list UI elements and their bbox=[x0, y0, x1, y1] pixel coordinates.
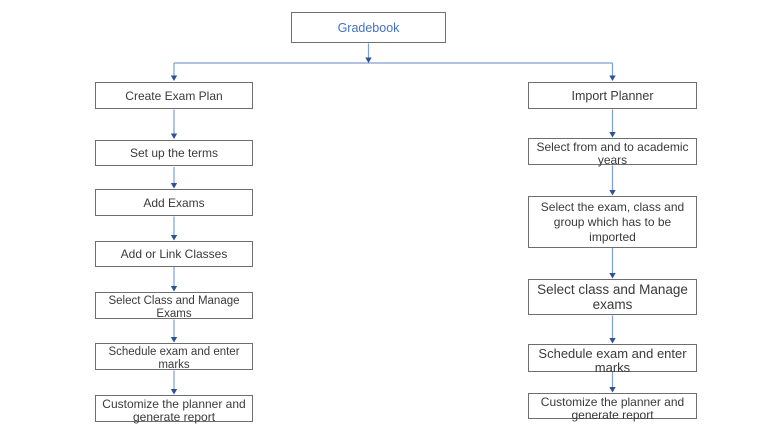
node-customize-planner-left-label: Customize the planner and generate repor… bbox=[102, 397, 246, 424]
node-schedule-exam-right: Schedule exam and enter marks bbox=[528, 344, 697, 375]
node-select-class-manage-exams-left-label: Select Class and Manage Exams bbox=[108, 295, 240, 320]
arrowhead-root bbox=[365, 57, 372, 63]
arrowhead-right-5 bbox=[609, 387, 616, 393]
node-schedule-exam-left-label: Schedule exam and enter marks bbox=[108, 346, 240, 371]
node-add-exams-label: Add Exams bbox=[143, 195, 205, 210]
node-select-class-manage-exams-right: Select class and Manage exams bbox=[528, 279, 697, 315]
arrowhead-left-6 bbox=[170, 389, 178, 395]
node-add-exams: Add Exams bbox=[95, 189, 253, 216]
node-set-up-terms-label: Set up the terms bbox=[129, 146, 219, 160]
arrowhead-left-1 bbox=[170, 133, 178, 139]
node-select-academic-years: Select from and to academic years bbox=[528, 138, 697, 167]
node-import-planner: Import Planner bbox=[528, 82, 697, 109]
arrowhead-left-branch bbox=[170, 75, 178, 81]
node-customize-planner-right-label: Customize the planner and generate repor… bbox=[540, 395, 685, 422]
arrowhead-right-1 bbox=[609, 132, 616, 138]
node-gradebook: Gradebook bbox=[291, 12, 446, 43]
node-set-up-terms: Set up the terms bbox=[95, 140, 253, 166]
arrowhead-right-4 bbox=[609, 338, 616, 344]
node-add-or-link-classes: Add or Link Classes bbox=[95, 241, 253, 267]
node-select-class-manage-exams-left: Select Class and Manage Exams bbox=[95, 292, 253, 320]
arrowhead-left-2 bbox=[170, 183, 178, 189]
node-schedule-exam-left: Schedule exam and enter marks bbox=[95, 343, 253, 371]
node-add-or-link-classes-label: Add or Link Classes bbox=[120, 247, 228, 261]
arrowhead-right-branch bbox=[609, 75, 616, 81]
node-gradebook-label: Gradebook bbox=[337, 20, 400, 35]
node-customize-planner-right: Customize the planner and generate repor… bbox=[528, 393, 697, 422]
node-customize-planner-left: Customize the planner and generate repor… bbox=[95, 395, 253, 424]
node-create-exam-plan: Create Exam Plan bbox=[95, 82, 253, 109]
node-create-exam-plan-label: Create Exam Plan bbox=[125, 88, 223, 103]
node-select-exam-class-group-label: Select the exam, class and group which h… bbox=[540, 199, 685, 244]
arrowhead-left-4 bbox=[170, 286, 178, 292]
arrowhead-left-5 bbox=[170, 337, 178, 343]
arrowhead-right-2 bbox=[609, 190, 616, 196]
node-schedule-exam-right-label: Schedule exam and enter marks bbox=[538, 346, 687, 375]
arrowhead-right-3 bbox=[609, 273, 616, 279]
node-select-exam-class-group: Select the exam, class and group which h… bbox=[528, 196, 697, 248]
node-select-class-manage-exams-right-label: Select class and Manage exams bbox=[537, 282, 688, 312]
node-import-planner-label: Import Planner bbox=[571, 88, 654, 103]
arrowhead-left-3 bbox=[170, 235, 178, 241]
node-select-academic-years-label: Select from and to academic years bbox=[536, 140, 689, 167]
